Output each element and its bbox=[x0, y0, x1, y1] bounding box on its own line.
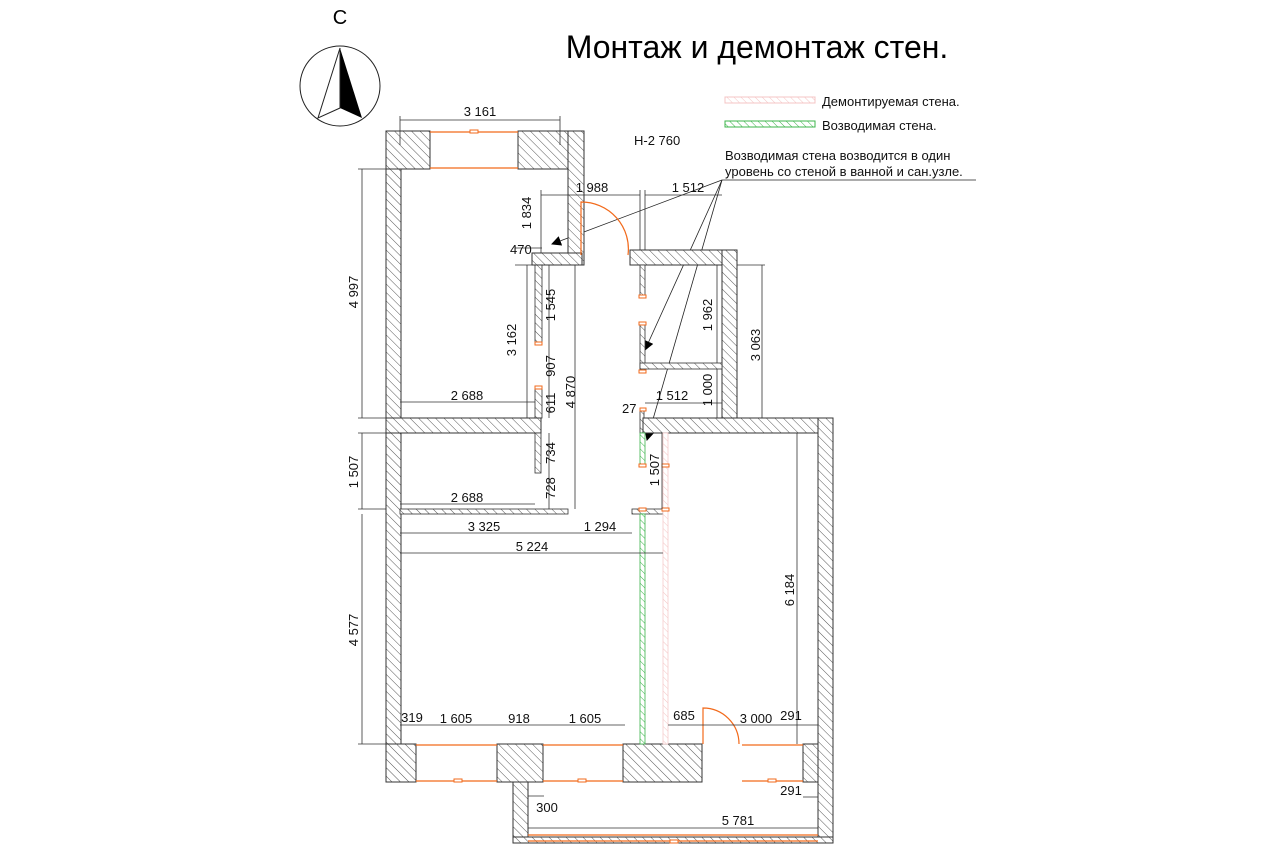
legend-new-label: Возводимая стена. bbox=[822, 118, 937, 133]
dim-label: 907 bbox=[543, 355, 558, 377]
dim-label: 4 997 bbox=[346, 276, 361, 309]
new-wall-upper bbox=[639, 432, 646, 466]
dim-label: 1 545 bbox=[543, 289, 558, 322]
new-wall bbox=[639, 513, 646, 745]
compass-arrow-icon bbox=[340, 48, 362, 118]
legend: Демонтируемая стена. Возводимая стена. bbox=[724, 94, 960, 133]
dim-label: 5 781 bbox=[722, 813, 755, 828]
door-swing-2 bbox=[702, 707, 740, 745]
dim-label: 27 bbox=[622, 401, 636, 416]
dim-label: 1 988 bbox=[576, 180, 609, 195]
dim-label: 3 161 bbox=[464, 104, 497, 119]
dim-label: 4 870 bbox=[563, 376, 578, 409]
dim-label: 1 512 bbox=[672, 180, 705, 195]
demolished-wall bbox=[662, 432, 669, 745]
dim-label: 1 512 bbox=[656, 388, 689, 403]
dim-label: 1 605 bbox=[440, 711, 473, 726]
dim-label: 2 688 bbox=[451, 388, 484, 403]
dim-label: 300 bbox=[536, 800, 558, 815]
dimension-labels: 3 161 1 988 1 512 1 834 470 1 545 3 162 … bbox=[346, 104, 802, 828]
dim-label: 685 bbox=[673, 708, 695, 723]
legend-new-swatch bbox=[724, 120, 816, 128]
legend-demolished-swatch bbox=[724, 96, 816, 104]
dim-label: 6 184 bbox=[782, 574, 797, 607]
door-swing bbox=[580, 201, 629, 256]
note: Возводимая стена возводится в один урове… bbox=[551, 148, 976, 441]
dim-label: 1 000 bbox=[700, 374, 715, 407]
dim-label: 470 bbox=[510, 242, 532, 257]
dim-label: 1 834 bbox=[519, 197, 534, 230]
dim-label: 1 605 bbox=[569, 711, 602, 726]
walls bbox=[385, 130, 834, 844]
dim-label: 1 962 bbox=[700, 299, 715, 332]
dim-label: 1 507 bbox=[647, 454, 662, 487]
legend-demolished-label: Демонтируемая стена. bbox=[822, 94, 960, 109]
dim-label: 2 688 bbox=[451, 490, 484, 505]
dim-label: 291 bbox=[780, 783, 802, 798]
drawing-title: Монтаж и демонтаж стен. bbox=[566, 29, 949, 65]
dim-label: 5 224 bbox=[516, 539, 549, 554]
dim-label: 611 bbox=[543, 393, 558, 414]
windows-and-doors bbox=[416, 129, 818, 844]
north-compass: С bbox=[299, 7, 381, 127]
dim-label: 3 162 bbox=[504, 324, 519, 357]
ceiling-height-label: Н-2 760 bbox=[634, 133, 680, 148]
dim-label: 1 294 bbox=[584, 519, 617, 534]
dim-label: 3 063 bbox=[748, 329, 763, 362]
dim-label: 3 000 bbox=[740, 711, 773, 726]
dim-label: 291 bbox=[780, 708, 802, 723]
dim-label: 734 bbox=[543, 442, 558, 464]
dim-label: 1 507 bbox=[346, 456, 361, 489]
dim-label: 728 bbox=[543, 477, 558, 499]
compass-north-label: С bbox=[333, 7, 347, 29]
dim-label: 319 bbox=[401, 710, 423, 725]
dim-label: 3 325 bbox=[468, 519, 501, 534]
note-line-2: уровень со стеной в ванной и сан.узле. bbox=[725, 164, 963, 179]
dim-label: 4 577 bbox=[346, 614, 361, 647]
dimension-lines bbox=[358, 116, 818, 829]
note-line-1: Возводимая стена возводится в один bbox=[725, 148, 950, 163]
dim-label: 918 bbox=[508, 711, 530, 726]
